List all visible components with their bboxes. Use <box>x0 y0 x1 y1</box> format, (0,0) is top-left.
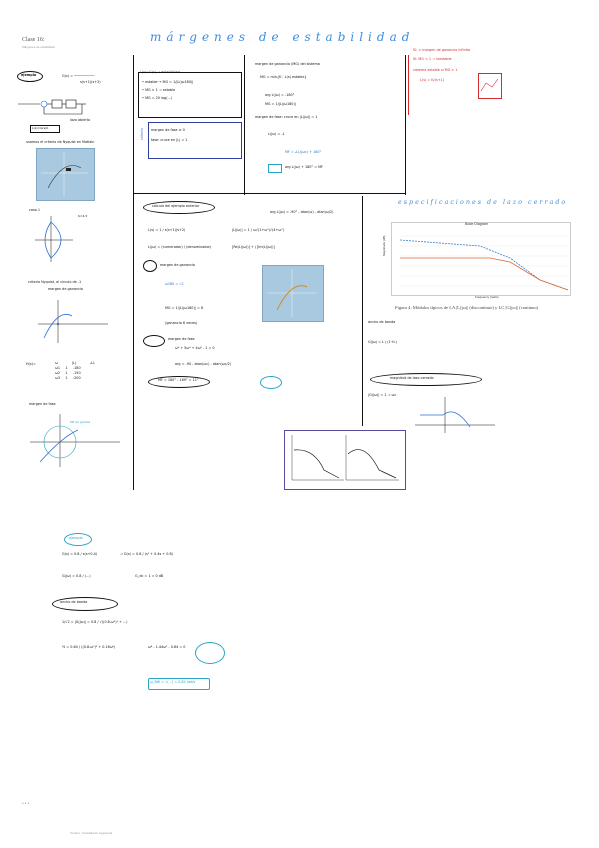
nyquist-plot-image <box>36 148 95 201</box>
bode-title: Bode Diagram <box>465 222 488 226</box>
margen-ganancia-title: margen de ganancia <box>160 263 195 267</box>
fase-box <box>148 122 242 159</box>
result-box <box>148 678 210 690</box>
bottom-result: ω_BW = √(...) = 0.82 rad/s <box>150 680 196 684</box>
figure-caption: Figura 4: Módulos típicos de LA |L(jω)| … <box>395 305 539 310</box>
divider-right-top <box>405 55 406 195</box>
freq-table: ω |L| ∠L ω1 1 -180 ω2 1 -150 ω3 1 -200 <box>55 361 95 380</box>
magnitud-pill <box>370 373 482 386</box>
ancho-banda-title: ancho de banda <box>60 600 88 604</box>
divider-right <box>362 196 363 426</box>
mf-result: MF = 180° - 169° = 11° <box>158 378 199 382</box>
divider-middle <box>244 55 245 195</box>
bode-ylabel: Magnitude (dB) <box>382 235 386 256</box>
red-sketch-box <box>478 73 502 99</box>
bottom-ejemplo: ejemplo <box>69 536 83 540</box>
block-diagram <box>18 99 86 115</box>
main-title: márgenes de estabilidad <box>150 30 415 44</box>
divider-horizontal <box>133 193 405 194</box>
ejemplo-label: ejemplo <box>21 73 37 77</box>
margen-fase-title: margen de fase <box>168 337 195 341</box>
ancho-banda-pill <box>52 597 118 611</box>
nyquist-plot-image-2 <box>262 265 324 322</box>
bode-xlabel: Frequency (rad/s) <box>475 295 499 299</box>
ejemplo-pill <box>17 71 43 82</box>
red-divider <box>408 55 409 115</box>
section-title-lazo-cerrado: especificaciones de lazo cerrado <box>398 198 568 206</box>
calculo-pill <box>143 201 215 214</box>
ganancia-box <box>138 72 242 118</box>
divider-left <box>133 55 134 490</box>
margen-ganancia-label: margen de ganancia <box>48 287 83 291</box>
page-title: Clase 16: <box>22 37 45 43</box>
margen-fase-label: margen de fase <box>29 402 56 406</box>
page-subtitle: Márgenes de estabilidad <box>22 45 55 49</box>
margen-fase-sketch <box>30 414 120 467</box>
calculo-title: cálculo del ejemplo anterior <box>152 204 200 208</box>
lazo-box <box>30 125 60 133</box>
red-note-1: SI: ∞ margen de ganancia infinita <box>413 48 471 52</box>
sketch-frame <box>284 430 406 490</box>
margen-ganancia-sketch <box>38 300 108 343</box>
nyquist-sketch-1 <box>35 216 73 262</box>
footer: Control - Facultad de Ingeniería <box>70 831 113 835</box>
bode-diagram <box>391 222 571 296</box>
